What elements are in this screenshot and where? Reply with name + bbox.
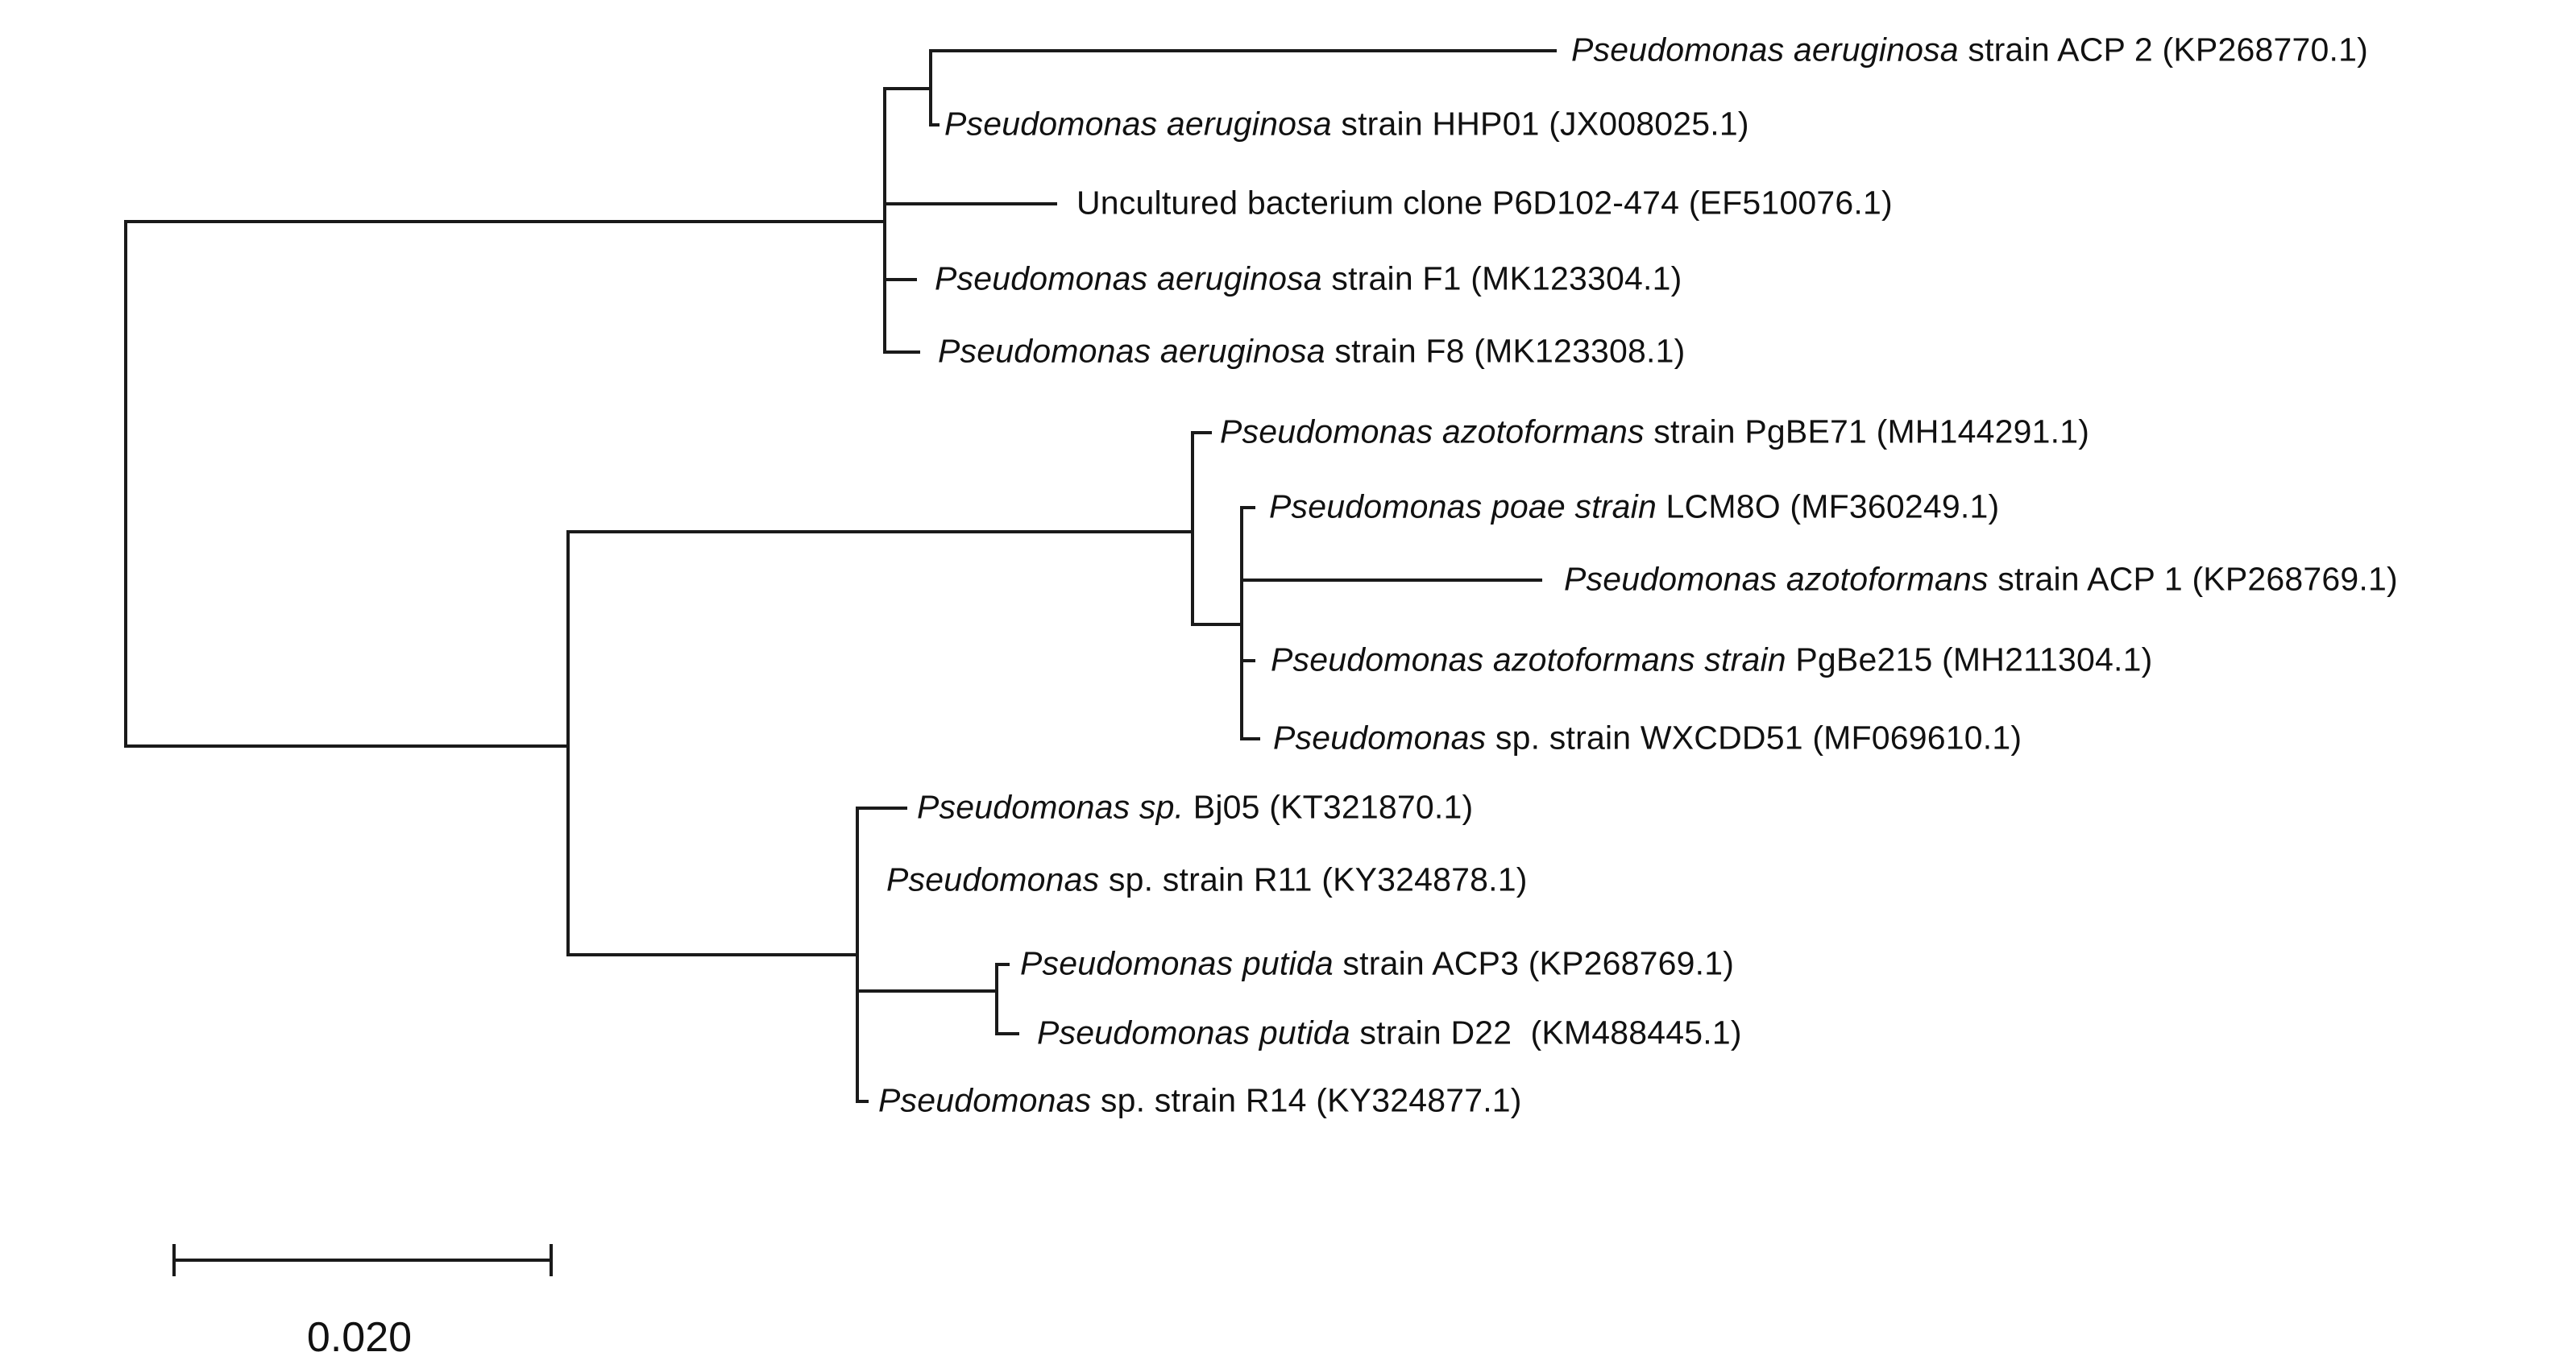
taxon-name-regular: sp. strain R11 (KY324878.1) — [1099, 861, 1528, 898]
taxon-label-aeruginosa-hhp01: Pseudomonas aeruginosa strain HHP01 (JX0… — [944, 105, 1749, 143]
branch-putida-d22 — [995, 1032, 1019, 1035]
branch-aeruginosa-hhp01 — [929, 123, 940, 126]
edge-to-putida-clade — [566, 953, 859, 956]
taxon-name-regular: sp. strain WXCDD51 (MF069610.1) — [1486, 719, 2022, 757]
taxon-name-regular: strain PgBE71 (MH144291.1) — [1644, 413, 2090, 450]
taxon-name-regular: Bj05 (KT321870.1) — [1184, 788, 1474, 826]
taxon-name-regular: strain D22 (KM488445.1) — [1350, 1014, 1742, 1051]
taxon-name-regular: sp. strain R14 (KY324877.1) — [1091, 1081, 1522, 1119]
azotoformans-subnode-vertical — [1240, 506, 1243, 740]
taxon-name-italic: Pseudomonas aeruginosa — [1571, 31, 1959, 68]
taxon-name-regular: strain F1 (MK123304.1) — [1321, 259, 1682, 297]
branch-azotoformans-pgbe71 — [1191, 431, 1212, 434]
scale-bar-left-tick — [172, 1244, 176, 1276]
taxon-name-regular: Uncultured bacterium clone P6D102-474 (E… — [1076, 184, 1893, 222]
taxon-label-aeruginosa-acp2: Pseudomonas aeruginosa strain ACP 2 (KP2… — [1571, 31, 2368, 68]
branch-aeruginosa-acp2 — [929, 49, 1557, 52]
taxon-name-italic: Pseudomonas aeruginosa — [944, 105, 1332, 143]
branch-poae-lcm8o — [1240, 506, 1255, 509]
branch-aeruginosa-f8 — [883, 350, 920, 354]
putida-clade-vertical — [856, 807, 859, 1103]
taxon-label-uncultured-p6d102: Uncultured bacterium clone P6D102-474 (E… — [1076, 184, 1893, 222]
taxon-label-putida-d22: Pseudomonas putida strain D22 (KM488445.… — [1037, 1014, 1742, 1051]
taxon-name-italic: Pseudomonas poae strain — [1269, 487, 1657, 525]
taxon-name-regular: strain F8 (MK123308.1) — [1325, 332, 1686, 370]
taxon-label-azotoformans-acp1: Pseudomonas azotoformans strain ACP 1 (K… — [1564, 560, 2398, 598]
branch-azotoformans-pgbe215 — [1240, 659, 1255, 662]
taxon-name-italic: Pseudomonas aeruginosa — [935, 259, 1322, 297]
edge-to-azotoformans-subnode — [1191, 623, 1243, 626]
taxon-name-italic: Pseudomonas — [878, 1081, 1092, 1119]
taxon-label-aeruginosa-f8: Pseudomonas aeruginosa strain F8 (MK1233… — [938, 332, 1686, 370]
taxon-name-regular: strain ACP3 (KP268769.1) — [1333, 944, 1735, 982]
branch-aeruginosa-f1 — [883, 278, 917, 281]
taxon-name-italic: Pseudomonas — [886, 861, 1100, 898]
taxon-name-italic: Pseudomonas — [1273, 719, 1487, 757]
aeruginosa-clade-vertical — [883, 87, 886, 354]
lower-clade-vertical — [566, 530, 570, 956]
taxon-name-italic: Pseudomonas aeruginosa — [938, 332, 1325, 370]
taxon-label-putida-acp3: Pseudomonas putida strain ACP3 (KP268769… — [1020, 944, 1735, 982]
taxon-label-azotoformans-pgbe71: Pseudomonas azotoformans strain PgBE71 (… — [1220, 413, 2090, 450]
edge-root-to-lower-clade — [124, 744, 570, 748]
edge-root-to-aeruginosa-clade — [124, 220, 886, 223]
taxon-label-sp-r14: Pseudomonas sp. strain R14 (KY324877.1) — [878, 1081, 1522, 1119]
azotoformans-node-vertical — [1191, 431, 1194, 626]
scale-bar-label: 0.020 — [306, 1314, 413, 1352]
taxon-name-italic: Pseudomonas putida — [1037, 1014, 1350, 1051]
taxon-name-italic: Pseudomonas azotoformans strain — [1271, 641, 1786, 678]
taxon-name-italic: Pseudomonas sp. — [917, 788, 1184, 826]
taxon-label-azotoformans-pgbe215: Pseudomonas azotoformans strain PgBe215 … — [1271, 641, 2153, 678]
taxon-name-italic: Pseudomonas azotoformans — [1220, 413, 1645, 450]
taxon-name-regular: PgBe215 (MH211304.1) — [1786, 641, 2153, 678]
acp2-hhp01-node-vertical — [929, 49, 932, 126]
taxon-name-italic: Pseudomonas azotoformans — [1564, 560, 1989, 598]
scale-bar-line — [172, 1259, 553, 1262]
taxon-name-regular: strain HHP01 (JX008025.1) — [1331, 105, 1749, 143]
edge-to-azotoformans-clade — [566, 530, 1194, 533]
edge-to-acp2-hhp01-node — [883, 87, 932, 90]
edge-to-putida-pair-node — [856, 989, 998, 993]
taxon-label-sp-bj05: Pseudomonas sp. Bj05 (KT321870.1) — [917, 788, 1474, 826]
taxon-name-italic: Pseudomonas putida — [1020, 944, 1334, 982]
branch-putida-acp3 — [995, 963, 1010, 966]
branch-sp-bj05 — [856, 807, 907, 810]
taxon-name-regular: strain ACP 2 (KP268770.1) — [1958, 31, 2368, 68]
putida-pair-vertical — [995, 963, 998, 1035]
branch-sp-wxcdd51 — [1240, 737, 1260, 740]
taxon-label-aeruginosa-f1: Pseudomonas aeruginosa strain F1 (MK1233… — [935, 259, 1682, 297]
branch-uncultured-p6d102 — [883, 202, 1057, 205]
taxon-label-sp-wxcdd51: Pseudomonas sp. strain WXCDD51 (MF069610… — [1273, 719, 2022, 757]
branch-sp-r14 — [856, 1100, 869, 1103]
branch-azotoformans-acp1 — [1240, 579, 1542, 582]
taxon-label-sp-r11: Pseudomonas sp. strain R11 (KY324878.1) — [886, 861, 1528, 898]
taxon-label-poae-lcm8o: Pseudomonas poae strain LCM8O (MF360249.… — [1269, 487, 2000, 525]
scale-bar-right-tick — [550, 1244, 553, 1276]
taxon-name-regular: LCM8O (MF360249.1) — [1656, 487, 2000, 525]
root-vertical — [124, 220, 127, 748]
taxon-name-regular: strain ACP 1 (KP268769.1) — [1988, 560, 2398, 598]
